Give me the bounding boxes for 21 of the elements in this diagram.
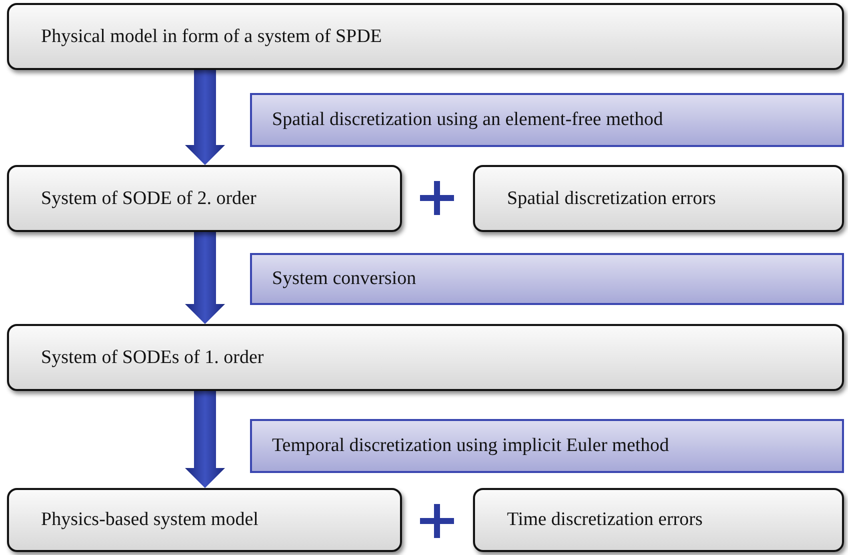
- box-text: Temporal discretization using implicit Euler method: [272, 435, 670, 457]
- process-box: [7, 488, 402, 552]
- step-label-box: [250, 419, 844, 473]
- box-text: Time discretization errors: [507, 509, 703, 531]
- process-box: [7, 3, 844, 70]
- box-text: System of SODE of 2. order: [41, 188, 256, 210]
- box-text: Physics-based system model: [41, 509, 258, 531]
- box-text: Spatial discretization errors: [507, 188, 716, 210]
- process-box: [473, 488, 844, 552]
- box-text: System of SODEs of 1. order: [41, 346, 264, 368]
- step-label-box: [250, 93, 844, 147]
- box-text: System conversion: [272, 268, 416, 290]
- process-box: [7, 165, 402, 232]
- step-label-box: [250, 253, 844, 305]
- down-arrow: [185, 232, 225, 324]
- box-text: Physical model in form of a system of SPDE: [41, 26, 382, 48]
- process-box: [473, 165, 844, 232]
- box-text: Spatial discretization using an element-free method: [272, 109, 663, 131]
- down-arrow: [185, 70, 225, 165]
- process-box: [7, 324, 844, 391]
- down-arrow: [185, 391, 225, 488]
